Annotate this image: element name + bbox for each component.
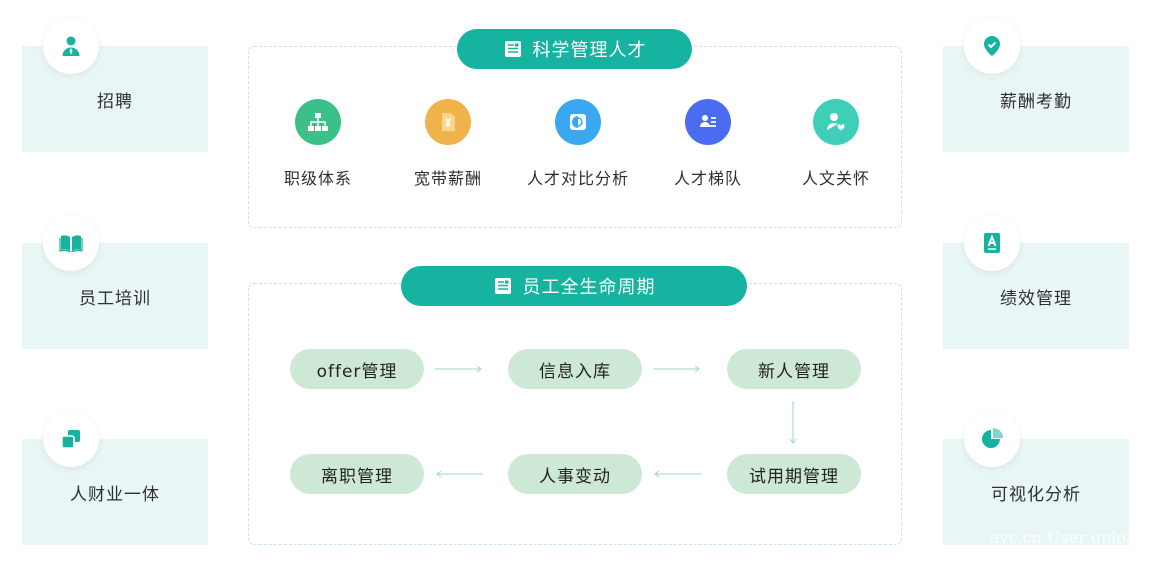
panel-title: 员工全生命周期 [522, 277, 656, 298]
feature-talent-echelon[interactable]: 人才梯队 [648, 99, 768, 189]
flow-arrow-left [654, 470, 701, 478]
stage-label: 试用期管理 [749, 466, 839, 487]
feature-label: 职级体系 [283, 169, 352, 188]
left-card-finance-integration[interactable]: 人财业一体 [22, 439, 208, 545]
card-label: 招聘 [97, 91, 133, 112]
feature-label: 宽带薪酬 [413, 169, 482, 188]
id-card-icon [685, 99, 731, 145]
book-icon [43, 215, 99, 271]
stage-probation[interactable]: 试用期管理 [727, 454, 861, 494]
employee-lifecycle-panel [248, 283, 902, 545]
user-heart-icon [813, 99, 859, 145]
location-pin-icon [964, 18, 1020, 74]
feature-label: 人才梯队 [673, 169, 742, 188]
stage-newcomer[interactable]: 新人管理 [727, 349, 861, 389]
card-label: 绩效管理 [1000, 288, 1072, 309]
flow-arrow-right [435, 365, 482, 373]
card-label: 人财业一体 [70, 484, 160, 505]
stage-label: 新人管理 [758, 361, 830, 382]
card-label: 员工培训 [79, 288, 151, 309]
yuan-doc-icon [425, 99, 471, 145]
pie-chart-icon [964, 411, 1020, 467]
stage-resignation[interactable]: 离职管理 [290, 454, 424, 494]
stage-offer[interactable]: offer管理 [290, 349, 424, 389]
card-label: 薪酬考勤 [1000, 91, 1072, 112]
employee-lifecycle-header: 员工全生命周期 [401, 266, 747, 306]
person-tie-icon [43, 18, 99, 74]
watermark: ayc.cn User uploads [990, 528, 1130, 547]
talent-management-header: 科学管理人才 [457, 29, 692, 69]
stage-label: 人事变动 [539, 466, 611, 487]
feature-talent-comparison[interactable]: 人才对比分析 [518, 99, 638, 189]
compare-icon [555, 99, 601, 145]
stage-label: 离职管理 [321, 466, 393, 487]
feature-rank-system[interactable]: 职级体系 [258, 99, 378, 189]
hierarchy-icon [295, 99, 341, 145]
feature-humanistic-care[interactable]: 人文关怀 [776, 99, 896, 189]
stage-label: 信息入库 [539, 361, 611, 382]
stage-personnel-change[interactable]: 人事变动 [508, 454, 642, 494]
document-icon [494, 278, 511, 294]
feature-label: 人文关怀 [801, 169, 870, 188]
document-icon [504, 41, 521, 57]
document-a-icon [964, 215, 1020, 271]
flow-arrow-left [436, 470, 483, 478]
card-label: 可视化分析 [991, 484, 1081, 505]
stage-label: offer管理 [316, 361, 398, 382]
feature-label: 人才对比分析 [526, 169, 629, 188]
flow-arrow-down [789, 401, 797, 444]
flow-arrow-right [653, 365, 700, 373]
stage-onboarding-entry[interactable]: 信息入库 [508, 349, 642, 389]
panel-title: 科学管理人才 [532, 40, 647, 61]
squares-icon [43, 411, 99, 467]
feature-broadband-salary[interactable]: 宽带薪酬 [388, 99, 508, 189]
